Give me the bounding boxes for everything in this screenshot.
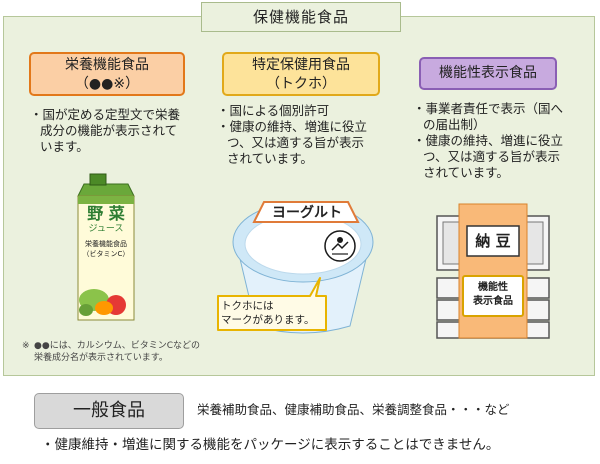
- juice-label-sub: ジュース: [88, 224, 124, 234]
- callout-bubble: [217, 277, 327, 331]
- callout-text: トクホには: [221, 300, 274, 312]
- natto-pack-illustration: [436, 203, 550, 339]
- description-item: ・国が定める定型文で栄養成分の機能が表示されています。: [30, 107, 181, 154]
- category-subtitle: （トクホ）: [266, 76, 336, 92]
- category-subtitle: （●●※）: [74, 76, 140, 92]
- category-functional-claim-food: 機能性表示食品: [419, 57, 557, 90]
- footnote: ※ ●●には、カルシウム、ビタミンCなどの栄養成分名が表示されています。: [22, 340, 204, 364]
- general-food-box: 一般食品: [34, 393, 184, 429]
- category-description: ・事業者責任で表示（国への届出制） ・健康の維持、増進に役立つ、又は適する旨が表…: [413, 101, 568, 181]
- juice-label-big: 野 菜: [87, 204, 125, 223]
- juice-label-small: （ビタミンC）: [82, 250, 130, 258]
- footnote-text: ●●には、カルシウム、ビタミンCなどの栄養成分名が表示されています。: [34, 341, 200, 363]
- description-item: ・健康の維持、増進に役立つ、又は適する旨が表示されています。: [413, 133, 564, 180]
- yogurt-label: ヨーグルト: [272, 205, 342, 221]
- description-item: ・健康の維持、増進に役立つ、又は適する旨が表示されています。: [217, 119, 368, 166]
- general-food-description: ・健康維持・増進に関する機能をパッケージに表示することはできません。: [41, 437, 500, 453]
- footnote-mark: ※: [22, 341, 30, 351]
- natto-label: 納 豆: [475, 232, 511, 250]
- category-description: ・国が定める定型文で栄養成分の機能が表示されています。: [30, 107, 185, 155]
- description-item: ・事業者責任で表示（国への届出制）: [413, 101, 564, 132]
- description-item: ・国による個別許可: [217, 103, 330, 118]
- juice-label-small: 栄養機能食品: [85, 240, 127, 248]
- callout-text: マークがあります。: [221, 314, 315, 326]
- natto-tag-text: 機能性: [478, 282, 508, 293]
- category-title: 栄養機能食品: [65, 57, 149, 73]
- vegetable-juice-carton-illustration: [77, 173, 135, 321]
- category-nutrition-function-food: 栄養機能食品 （●●※）: [29, 52, 185, 96]
- general-food-examples: 栄養補助食品、健康補助食品、栄養調整食品・・・など: [197, 402, 510, 417]
- category-title: 機能性表示食品: [439, 65, 537, 81]
- category-description: ・国による個別許可 ・健康の維持、増進に役立つ、又は適する旨が表示されています。: [217, 103, 369, 167]
- natto-tag-text: 表示食品: [473, 296, 513, 307]
- category-title: 特定保健用食品: [252, 57, 350, 73]
- panel-title: 保健機能食品: [201, 2, 401, 32]
- category-foshu: 特定保健用食品 （トクホ）: [222, 52, 380, 96]
